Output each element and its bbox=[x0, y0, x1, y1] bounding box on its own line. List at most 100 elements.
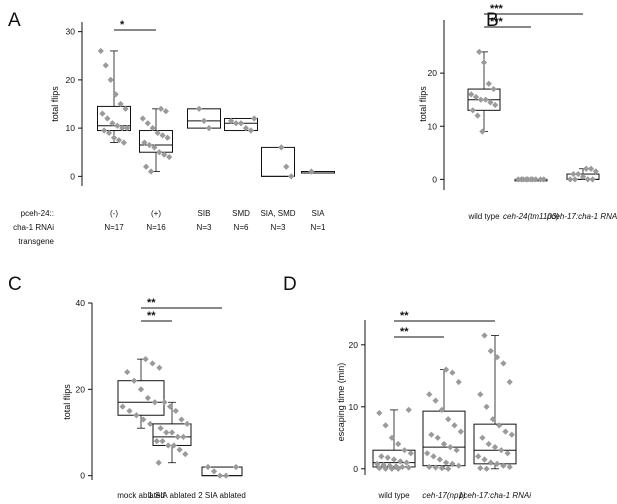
data-point bbox=[130, 377, 138, 384]
data-point bbox=[500, 360, 507, 367]
data-point bbox=[537, 176, 544, 183]
y-tick-label: 0 bbox=[80, 471, 85, 481]
category-label: ceh-24(tm1103) bbox=[503, 212, 559, 221]
data-point bbox=[508, 431, 515, 438]
data-point bbox=[155, 459, 162, 466]
y-axis-label: total flips bbox=[50, 86, 60, 122]
data-point bbox=[483, 403, 490, 410]
data-point bbox=[489, 416, 497, 423]
row-label: cha-1 RNAi bbox=[13, 223, 54, 232]
data-point bbox=[440, 440, 448, 448]
category-label: wild type bbox=[467, 212, 500, 221]
data-point bbox=[502, 428, 509, 435]
y-tick-label: 20 bbox=[76, 384, 86, 394]
data-point bbox=[110, 134, 118, 141]
n-label: N=3 bbox=[197, 223, 212, 232]
data-point bbox=[114, 122, 121, 129]
data-point bbox=[432, 464, 439, 471]
data-point bbox=[481, 332, 488, 339]
data-point bbox=[475, 453, 482, 460]
category-label: 2 SIA ablated bbox=[198, 491, 246, 500]
data-point bbox=[376, 465, 383, 472]
data-point bbox=[476, 48, 483, 55]
data-point bbox=[139, 115, 146, 122]
data-point bbox=[164, 134, 171, 141]
data-point bbox=[485, 80, 492, 87]
category-label: (-) bbox=[110, 209, 118, 218]
data-point bbox=[407, 450, 414, 457]
data-point bbox=[477, 465, 484, 472]
data-point bbox=[500, 462, 507, 469]
y-axis-label: total flips bbox=[62, 384, 72, 420]
data-point bbox=[445, 465, 452, 472]
data-point bbox=[242, 125, 250, 132]
significance-label: ** bbox=[147, 297, 156, 309]
data-point bbox=[182, 450, 189, 458]
data-point bbox=[496, 422, 503, 429]
data-point bbox=[117, 100, 124, 108]
data-point bbox=[149, 125, 156, 132]
data-point bbox=[200, 117, 208, 124]
data-point bbox=[395, 440, 402, 448]
data-point bbox=[457, 428, 464, 435]
panel-letter: A bbox=[8, 10, 21, 31]
data-point bbox=[493, 460, 501, 467]
y-tick-label: 40 bbox=[76, 298, 86, 308]
n-label: N=17 bbox=[104, 223, 124, 232]
y-tick-label: 30 bbox=[66, 27, 76, 37]
data-point bbox=[491, 443, 499, 451]
data-point bbox=[436, 456, 443, 463]
data-point bbox=[428, 431, 435, 438]
data-point bbox=[384, 454, 391, 461]
y-tick-label: 10 bbox=[428, 121, 438, 131]
data-point bbox=[445, 416, 452, 423]
data-point bbox=[455, 462, 462, 469]
significance-label: ** bbox=[400, 326, 409, 338]
significance-label: *** bbox=[490, 3, 504, 15]
data-point bbox=[474, 112, 481, 119]
y-axis-label: escaping time (min) bbox=[336, 363, 346, 442]
category-label: wild type bbox=[377, 491, 410, 500]
data-point bbox=[176, 446, 183, 453]
data-point bbox=[147, 420, 154, 427]
data-point bbox=[97, 47, 104, 55]
row-label: transgene bbox=[18, 237, 54, 246]
data-point bbox=[205, 125, 213, 132]
data-point bbox=[506, 378, 513, 386]
data-point bbox=[455, 378, 462, 386]
data-point bbox=[99, 110, 106, 117]
data-point bbox=[146, 141, 153, 149]
data-point bbox=[493, 354, 501, 361]
data-point bbox=[388, 434, 396, 441]
category-label: 1 SIA ablated bbox=[148, 491, 196, 500]
data-point bbox=[382, 422, 389, 429]
data-point bbox=[112, 91, 119, 98]
box bbox=[117, 380, 165, 416]
data-point bbox=[109, 120, 116, 127]
data-point bbox=[390, 456, 398, 463]
data-point bbox=[166, 153, 173, 161]
data-point bbox=[453, 447, 460, 454]
n-label: N=6 bbox=[234, 223, 249, 232]
data-point bbox=[119, 125, 126, 132]
data-point bbox=[237, 120, 245, 127]
data-point bbox=[426, 463, 433, 471]
significance-label: *** bbox=[490, 16, 504, 28]
data-point bbox=[449, 460, 456, 467]
data-point bbox=[397, 458, 404, 465]
data-point bbox=[157, 105, 165, 112]
panel-letter: C bbox=[8, 274, 22, 295]
data-point bbox=[424, 450, 431, 457]
data-point bbox=[447, 443, 454, 451]
y-tick-label: 20 bbox=[428, 68, 438, 78]
category-label: mock ablated bbox=[117, 491, 165, 500]
data-point bbox=[154, 129, 161, 137]
data-point bbox=[388, 465, 396, 472]
data-point bbox=[487, 347, 494, 355]
significance-label: * bbox=[120, 19, 125, 31]
data-point bbox=[251, 115, 258, 122]
y-tick-label: 10 bbox=[349, 402, 359, 412]
data-point bbox=[102, 62, 109, 69]
data-point bbox=[378, 453, 385, 460]
y-tick-label: 0 bbox=[70, 171, 75, 181]
